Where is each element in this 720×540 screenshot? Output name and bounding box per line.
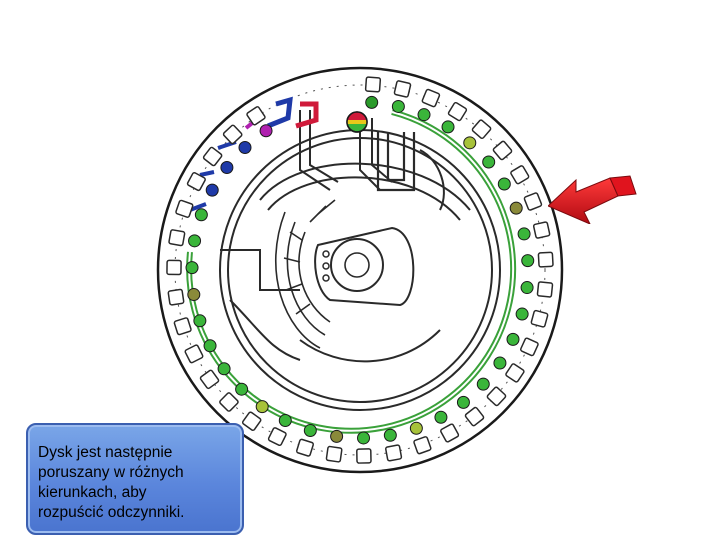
well-chamber (505, 363, 525, 383)
reagent-well (193, 314, 207, 328)
reagent-wells (166, 76, 554, 464)
well-chamber (167, 288, 185, 306)
well-chamber (166, 259, 182, 276)
well-chamber (246, 106, 266, 126)
well-chamber (447, 101, 468, 122)
vent-hole (322, 274, 330, 282)
reagent-well (187, 288, 201, 302)
well-chamber (464, 406, 485, 427)
well-chamber (440, 423, 460, 443)
reagent-well (441, 120, 455, 134)
reagent-well (255, 400, 269, 414)
reagent-well (493, 356, 507, 370)
well-chamber (295, 438, 315, 457)
reagent-well (220, 160, 234, 174)
well-chamber (413, 436, 432, 455)
red-reagent-channel (295, 101, 319, 129)
well-chamber (222, 124, 243, 145)
reagent-well (205, 183, 219, 197)
well-chamber (267, 427, 287, 447)
well-chamber (523, 192, 543, 211)
reagent-well (521, 254, 535, 268)
reagent-well (463, 136, 477, 150)
caption-text: Dysk jest następnie poruszany w różnych … (38, 444, 185, 521)
well-chamber (241, 411, 262, 431)
metering-chamber (376, 132, 416, 192)
reagent-well (509, 201, 523, 215)
well-chamber (492, 140, 513, 161)
reagent-well (217, 362, 231, 376)
well-chamber (537, 251, 554, 268)
reagent-well (520, 281, 534, 295)
reagent-well (238, 141, 252, 155)
disc-well-ring (174, 84, 546, 456)
well-chamber (393, 80, 412, 98)
reagent-well (185, 261, 199, 275)
well-chamber (364, 76, 382, 93)
well-chamber (421, 88, 441, 108)
reagent-well (456, 395, 470, 409)
well-chamber (219, 392, 239, 412)
reagent-well (259, 124, 273, 138)
well-chamber (471, 119, 492, 140)
reagent-well (515, 307, 529, 321)
reagent-well (517, 227, 531, 241)
reagent-well (330, 429, 344, 443)
well-chamber (202, 146, 223, 167)
green-channel-inner (188, 111, 515, 432)
well-chamber (486, 386, 507, 407)
reagent-well (303, 423, 317, 437)
well-chamber (385, 444, 403, 462)
reagent-well (278, 413, 292, 427)
well-chamber (175, 199, 194, 218)
reagent-well (476, 377, 490, 391)
well-chamber (530, 309, 549, 328)
well-chamber (520, 337, 539, 357)
well-chamber (186, 172, 206, 192)
reagent-well (365, 95, 379, 109)
center-hole (344, 252, 370, 278)
reagent-well (497, 177, 511, 191)
spiral-mixer (275, 199, 336, 349)
reagent-well (506, 332, 520, 346)
reagent-well (391, 99, 405, 113)
reagent-well (357, 431, 371, 445)
sample-well (346, 111, 368, 133)
blue-reagent-channel (267, 96, 293, 129)
well-chamber (173, 317, 192, 336)
reagent-well (409, 421, 423, 435)
well-chamber (168, 229, 186, 247)
reagent-well (383, 428, 397, 442)
well-chamber (184, 344, 204, 364)
reagent-well (434, 410, 448, 424)
well-chamber (532, 221, 551, 239)
reagent-well (203, 339, 217, 353)
indicator-arrow (548, 175, 637, 224)
reagent-well (188, 234, 202, 248)
reagent-well (235, 382, 249, 396)
reagent-well (194, 208, 208, 222)
well-chamber (356, 448, 372, 464)
reagent-well (482, 155, 496, 169)
vent-hole (322, 250, 330, 258)
well-chamber (199, 369, 220, 390)
well-chamber (325, 445, 343, 463)
caption-box: Dysk jest następnie poruszany w różnych … (26, 423, 244, 535)
well-chamber (510, 165, 530, 185)
vent-hole (322, 262, 330, 270)
reagent-well (417, 108, 431, 122)
well-chamber (536, 281, 554, 298)
